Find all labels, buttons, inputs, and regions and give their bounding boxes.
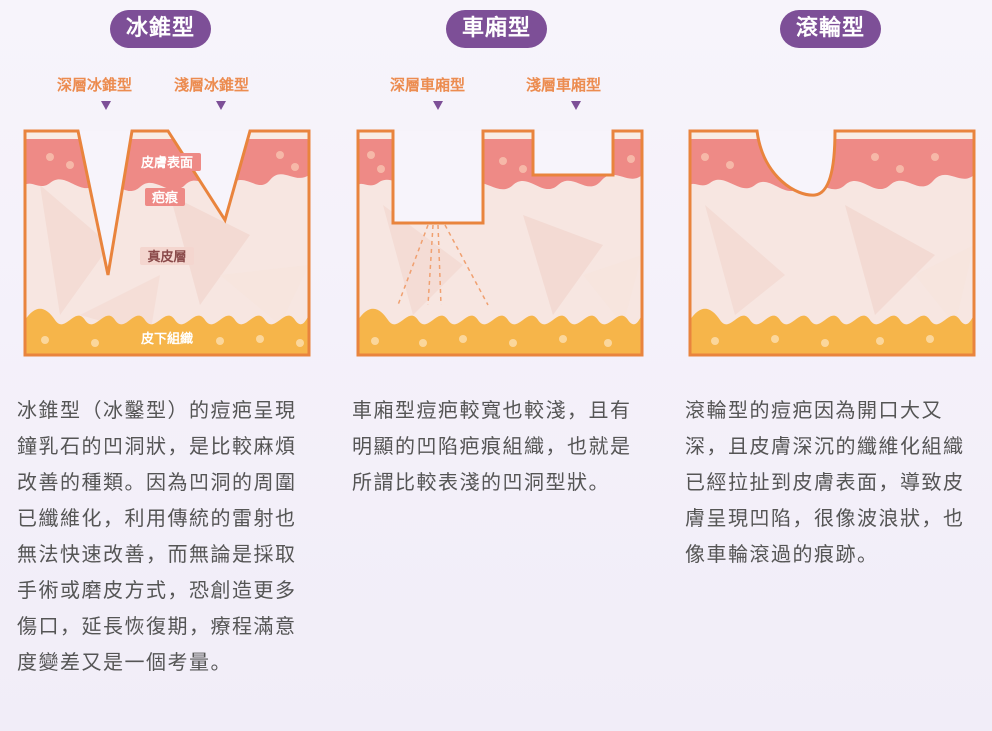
dermis-label: 真皮層	[147, 249, 186, 265]
boxcar-description: 車廂型痘疤較寬也較淺，且有明顯的凹陷疤痕組織，也就是所謂比較表淺的凹洞型狀。	[352, 398, 632, 494]
shallow-boxcar-arrow-icon	[571, 101, 581, 110]
boxcar-title: 車廂型	[446, 10, 548, 48]
deep-boxcar-arrow-icon	[433, 101, 443, 110]
deep-boxcar-label: 深層車廂型	[390, 76, 466, 94]
rolling-description: 滾輪型的痘疤因為開口大又深，且皮膚深沉的纖維化組織已經拉扯到皮膚表面，導致皮膚呈…	[685, 398, 965, 566]
rolling-skin-diagram	[688, 129, 976, 357]
skin-surface-label: 皮膚表面	[140, 155, 193, 171]
deep-ice-pick-arrow-icon	[101, 101, 111, 110]
subcutis-label: 皮下組織	[140, 331, 193, 347]
rolling-title: 滾輪型	[780, 10, 882, 48]
ice-pick-title: 冰錐型	[110, 10, 212, 48]
deep-ice-pick-label: 深層冰錐型	[57, 76, 133, 94]
boxcar-skin-diagram	[356, 129, 644, 357]
scar-label: 疤痕	[152, 190, 179, 206]
ice-pick-skin-diagram: 皮膚表面 疤痕 真皮層 皮下組織	[23, 129, 311, 357]
ice-pick-description: 冰錐型（冰鑿型）的痘疤呈現鐘乳石的凹洞狀，是比較麻煩改善的種類。因為凹洞的周圍已…	[17, 398, 297, 674]
shallow-boxcar-label: 淺層車廂型	[526, 76, 602, 94]
shallow-ice-pick-label: 淺層冰錐型	[174, 76, 250, 94]
shallow-ice-pick-arrow-icon	[216, 101, 226, 110]
